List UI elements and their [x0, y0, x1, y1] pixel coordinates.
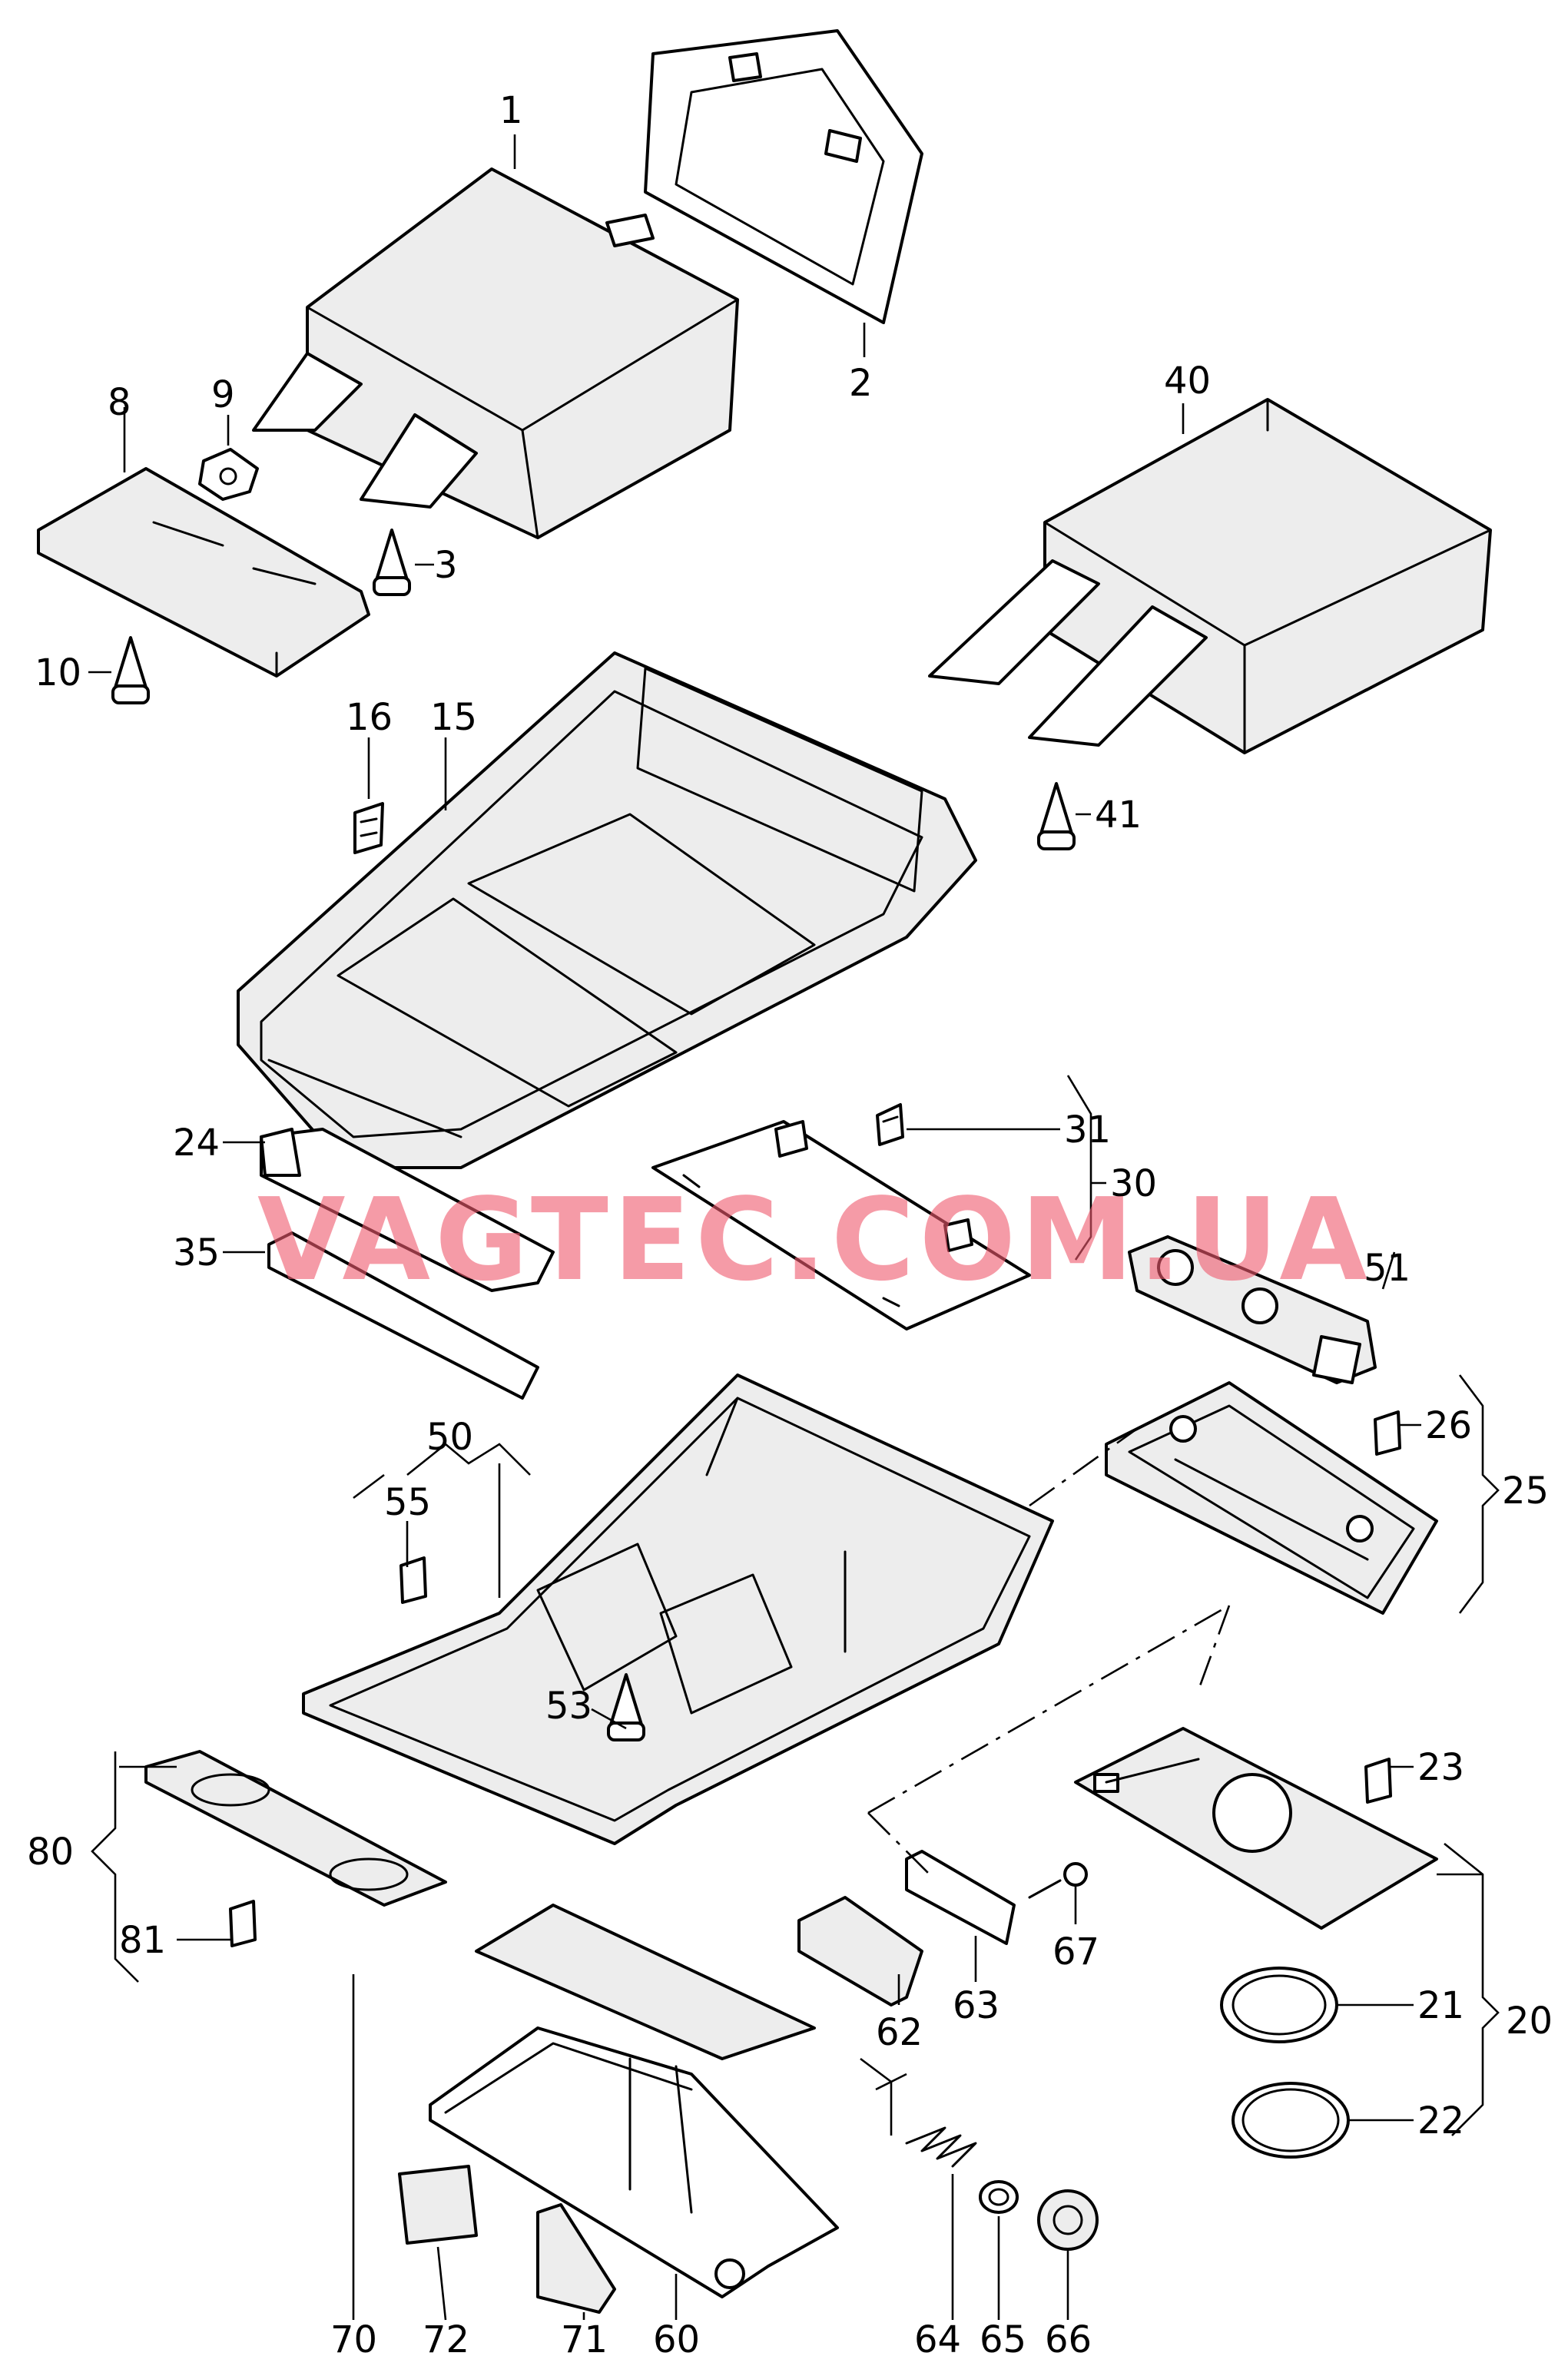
callout-41: 41	[1095, 794, 1142, 837]
part-62-latch	[797, 1896, 923, 2006]
callout-10: 10	[35, 651, 81, 694]
callout-40: 40	[1164, 360, 1211, 403]
assembly-lines	[867, 1427, 1231, 1875]
callout-65: 65	[980, 2318, 1026, 2361]
callout-60: 60	[653, 2318, 700, 2361]
callout-63: 63	[953, 1984, 999, 2027]
part-65-bushing	[979, 2180, 1019, 2214]
part-3-screw	[373, 529, 411, 596]
leader-lines	[88, 134, 1500, 2321]
callout-70: 70	[330, 2318, 377, 2361]
callout-20: 20	[1506, 2000, 1553, 2043]
part-30-panel	[651, 1120, 1031, 1330]
callout-15: 15	[430, 696, 477, 739]
part-70-cover-plate	[475, 1904, 816, 2060]
part-2-frame	[644, 29, 923, 324]
part-71-pad	[536, 2203, 616, 2314]
callout-35: 35	[173, 1231, 220, 1274]
callout-9: 9	[211, 373, 235, 416]
part-23-clip	[1364, 1758, 1392, 1804]
part-53-screw	[607, 1673, 645, 1741]
callout-81: 81	[119, 1919, 166, 1962]
part-80-gasket	[144, 1750, 447, 1907]
part-31-clip	[876, 1103, 904, 1146]
part-63-bracket	[905, 1850, 1016, 1945]
part-72-pad	[398, 2165, 478, 2245]
callout-67: 67	[1053, 1930, 1099, 1973]
callout-25: 25	[1502, 1470, 1549, 1513]
part-41-screw	[1037, 782, 1076, 850]
part-64-spring	[905, 2126, 977, 2168]
callout-53: 53	[545, 1685, 592, 1728]
callout-51: 51	[1364, 1247, 1411, 1290]
callout-71: 71	[561, 2318, 608, 2361]
watermark: VAGTEC.COM.UA	[257, 1174, 1372, 1306]
part-55-clip	[399, 1556, 427, 1604]
part-66-gear	[1037, 2189, 1099, 2251]
part-1-storage-box	[252, 167, 739, 539]
part-20-light-assembly	[1074, 1727, 1438, 1930]
part-35-mesh-grille	[267, 1231, 539, 1400]
callout-8: 8	[108, 381, 131, 424]
callout-62: 62	[876, 2011, 923, 2054]
part-8-mounting-plate	[37, 467, 370, 678]
callout-labels: 1 2 3 8 9 10 15 16 20 21 22 23 24 25 26 …	[27, 89, 1553, 2361]
part-9-clip	[198, 448, 259, 501]
callout-1: 1	[499, 89, 523, 132]
part-60-lid	[429, 2026, 839, 2298]
part-22-lens-ring	[1232, 2082, 1350, 2159]
callout-55: 55	[384, 1481, 431, 1524]
callout-26: 26	[1425, 1404, 1472, 1447]
part-40-compartment	[928, 398, 1492, 754]
part-21-light-ring	[1220, 1967, 1338, 2043]
part-81-clip	[229, 1900, 257, 1947]
part-26-clip	[1374, 1410, 1401, 1456]
part-10-screw	[111, 636, 150, 704]
part-25-control-panel	[1105, 1381, 1438, 1615]
callout-3: 3	[434, 544, 458, 587]
part-24-trim	[260, 1128, 555, 1292]
part-67-screw	[1028, 1862, 1088, 1899]
callout-80: 80	[27, 1831, 74, 1874]
part-15-housing	[237, 651, 977, 1169]
callout-30: 30	[1110, 1162, 1157, 1205]
callout-50: 50	[426, 1416, 473, 1459]
callout-16: 16	[346, 696, 393, 739]
callout-22: 22	[1417, 2099, 1464, 2142]
callout-21: 21	[1417, 1984, 1464, 2027]
part-16-clip	[353, 802, 384, 854]
part-50-console-base	[302, 1374, 1054, 1845]
part-51-switch-module	[1128, 1235, 1377, 1384]
callout-2: 2	[849, 362, 873, 405]
callout-66: 66	[1045, 2318, 1092, 2361]
callout-31: 31	[1064, 1108, 1111, 1152]
callout-64: 64	[914, 2318, 961, 2361]
callout-23: 23	[1417, 1746, 1464, 1789]
callout-24: 24	[173, 1122, 220, 1165]
callout-72: 72	[423, 2318, 469, 2361]
